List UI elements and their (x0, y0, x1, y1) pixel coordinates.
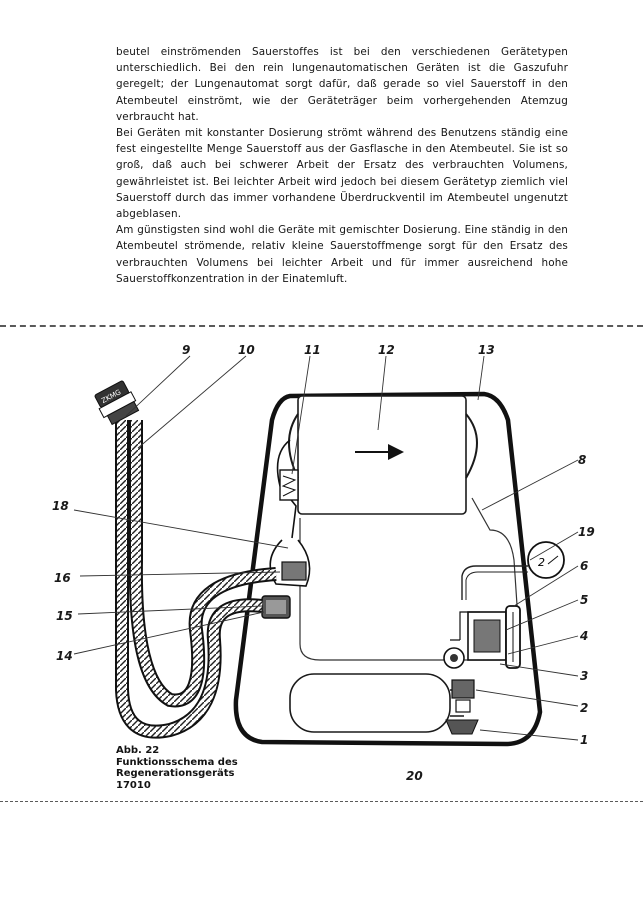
label-16: 16 (54, 571, 71, 585)
label-6: 6 (580, 559, 588, 573)
label-15: 15 (56, 609, 73, 623)
gauge-mark: 2 (538, 556, 545, 569)
label-13: 13 (478, 343, 495, 357)
device-housing (233, 391, 543, 747)
label-20: 20 (406, 769, 423, 783)
caption-line-4: 17010 (116, 779, 151, 791)
paragraph-3: Am günstigsten sind wohl die Geräte mit … (116, 224, 568, 285)
bottom-divider-line (0, 801, 643, 802)
top-divider-line (0, 325, 643, 327)
paragraph-2: Bei Geräten mit konstanter Dosierung str… (116, 127, 568, 221)
label-19: 19 (578, 525, 595, 539)
paragraph-1: beutel einströmenden Sauerstoffes ist be… (116, 46, 568, 123)
label-3: 3 (580, 669, 588, 683)
absorber-canister (297, 395, 467, 515)
label-14: 14 (56, 649, 73, 663)
mouthpiece: ZKMG (94, 380, 140, 426)
label-10: 10 (238, 343, 255, 357)
flow-arrow (388, 444, 404, 460)
leader-lines (73, 355, 579, 741)
label-18: 18 (52, 499, 69, 513)
label-2: 2 (580, 701, 588, 715)
pressure-gauge (527, 541, 565, 579)
label-11: 11 (304, 343, 321, 357)
label-8: 8 (578, 453, 586, 467)
label-4: 4 (579, 629, 588, 643)
valve-16 (281, 561, 307, 581)
apparatus-diagram: 2 ZKMG (52, 343, 595, 783)
cylinder-valve (451, 679, 475, 699)
label-9: 9 (182, 343, 190, 357)
label-1: 1 (580, 733, 588, 747)
caption-line-3: Regenerationsgeräts (116, 768, 235, 779)
label-5: 5 (580, 593, 588, 607)
caption-line-1: Abb. 22 (116, 745, 160, 756)
caption-line-2: Funktionsschema des (116, 756, 238, 768)
body-text: beutel einströmenden Sauerstoffes ist be… (116, 44, 568, 287)
oxygen-cylinder (289, 673, 451, 733)
label-12: 12 (378, 343, 395, 357)
figure-caption: Abb. 22 Funktionsschema des Regeneration… (116, 745, 238, 791)
